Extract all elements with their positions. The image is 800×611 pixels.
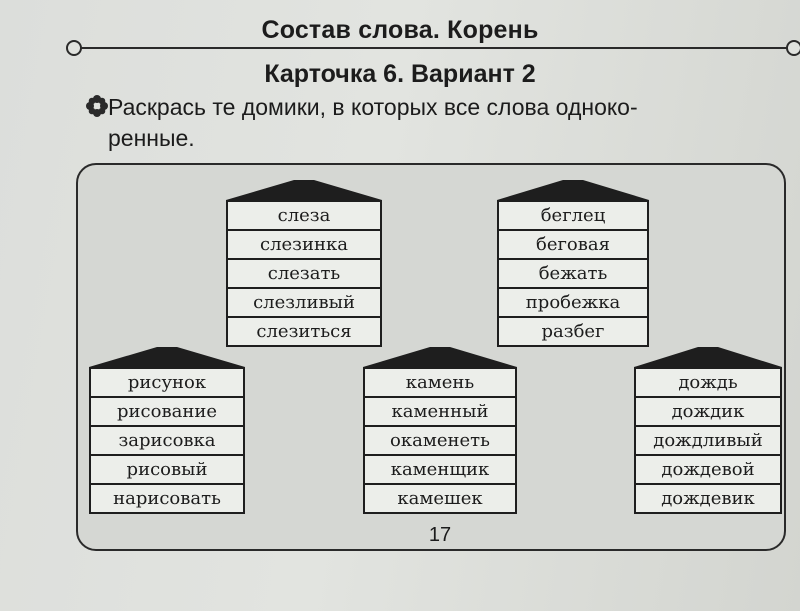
house-5-word-3: дождливый: [634, 427, 782, 456]
house-4-word-4: каменщик: [363, 456, 517, 485]
flower-bullet-icon: [86, 95, 108, 117]
house-roof: [634, 347, 782, 367]
house-3-word-2: рисование: [89, 398, 245, 427]
divider-left-dot: [66, 40, 82, 56]
house-1-word-2: слезинка: [226, 231, 382, 260]
page-number: 17: [428, 524, 452, 546]
house-2-word-4: пробежка: [497, 289, 649, 318]
card-subtitle: Карточка 6. Вариант 2: [264, 60, 536, 88]
house-1-word-5: слезиться: [226, 318, 382, 347]
house-3[interactable]: рисунок рисование зарисовка рисовый нари…: [89, 347, 245, 514]
divider-right-dot: [786, 40, 800, 56]
title-divider: [77, 47, 794, 49]
house-4-word-3: окаменеть: [363, 427, 517, 456]
house-roof: [89, 347, 245, 367]
house-2-word-5: разбег: [497, 318, 649, 347]
house-4-word-2: каменный: [363, 398, 517, 427]
house-3-word-4: рисовый: [89, 456, 245, 485]
house-4[interactable]: камень каменный окаменеть каменщик камеш…: [363, 347, 517, 514]
house-3-word-5: нарисовать: [89, 485, 245, 514]
house-5[interactable]: дождь дождик дождливый дождевой дождевик: [634, 347, 782, 514]
house-5-word-4: дождевой: [634, 456, 782, 485]
house-5-word-1: дождь: [634, 367, 782, 398]
task-line-1: Раскрась те домики, в которых все слова …: [108, 94, 638, 120]
house-5-word-5: дождевик: [634, 485, 782, 514]
house-3-word-3: зарисовка: [89, 427, 245, 456]
house-1-word-1: слеза: [226, 200, 382, 231]
task-instruction: Раскрась те домики, в которых все слова …: [108, 92, 788, 154]
house-1[interactable]: слеза слезинка слезать слезливый слезить…: [226, 180, 382, 347]
house-1-word-4: слезливый: [226, 289, 382, 318]
house-2-word-2: беговая: [497, 231, 649, 260]
house-3-word-1: рисунок: [89, 367, 245, 398]
house-roof: [363, 347, 517, 367]
page-title: Состав слова. Корень: [261, 16, 539, 44]
task-line-2: ренные.: [108, 125, 195, 151]
house-1-word-3: слезать: [226, 260, 382, 289]
house-4-word-5: камешек: [363, 485, 517, 514]
house-2-word-1: беглец: [497, 200, 649, 231]
house-2[interactable]: беглец беговая бежать пробежка разбег: [497, 180, 649, 347]
house-2-word-3: бежать: [497, 260, 649, 289]
house-roof: [497, 180, 649, 200]
house-roof: [226, 180, 382, 200]
house-5-word-2: дождик: [634, 398, 782, 427]
house-4-word-1: камень: [363, 367, 517, 398]
